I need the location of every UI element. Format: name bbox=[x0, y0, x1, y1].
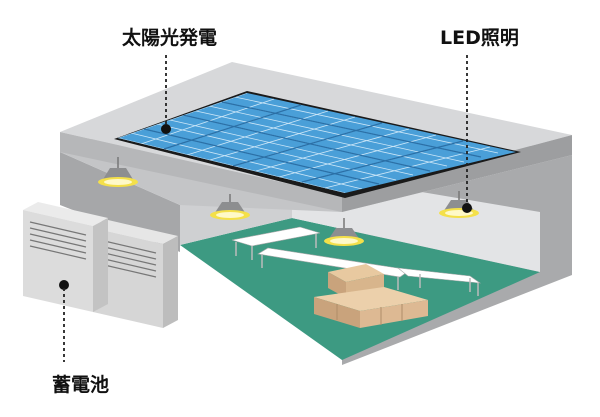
solar-panel-array bbox=[114, 91, 521, 198]
battery-cabinets bbox=[23, 202, 178, 328]
callouts bbox=[59, 55, 472, 362]
box-bottom-top bbox=[314, 287, 428, 311]
table-left bbox=[231, 226, 321, 247]
box-top-stack-front bbox=[328, 272, 346, 298]
solar-marker bbox=[161, 124, 171, 134]
led-marker bbox=[462, 203, 472, 213]
led-lighting-label: LED照明 bbox=[440, 27, 519, 49]
box-bottom-side bbox=[360, 300, 428, 328]
battery-label: 蓄電池 bbox=[52, 374, 110, 396]
roof-right-edge bbox=[342, 135, 572, 212]
left-outer-wall bbox=[60, 152, 180, 252]
battery-cabinet-1 bbox=[23, 202, 108, 312]
led-light-1 bbox=[98, 157, 138, 187]
box-top-stack-top bbox=[328, 264, 384, 282]
led-light-2 bbox=[210, 194, 250, 220]
led-light-3 bbox=[324, 218, 364, 246]
roof-front-edge bbox=[60, 132, 342, 212]
solar-power-label: 太陽光発電 bbox=[122, 27, 218, 49]
battery-marker bbox=[59, 280, 69, 290]
cardboard-boxes bbox=[314, 264, 428, 328]
led-lights bbox=[98, 157, 479, 246]
table-right bbox=[397, 267, 482, 284]
panel-grid-major bbox=[143, 101, 482, 185]
battery-cabinet-2 bbox=[93, 220, 178, 328]
